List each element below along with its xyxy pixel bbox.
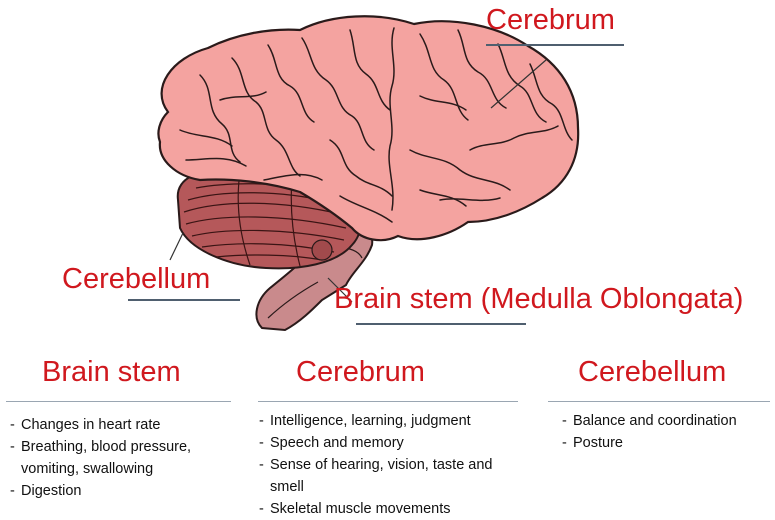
brain-stem-facts-list: Changes in heart rate Breathing, blood p… (10, 414, 238, 502)
cerebellum-facts-list: Balance and coordination Posture (562, 410, 774, 454)
list-item: Sense of hearing, vision, taste and smel… (259, 454, 529, 498)
brain-stem-label-underline (356, 323, 526, 325)
cerebellum-label: Cerebellum (62, 263, 210, 296)
cerebrum-facts-list: Intelligence, learning, judgment Speech … (259, 410, 529, 520)
section-divider-cerebellum (548, 401, 770, 402)
list-item: Skeletal muscle movements (259, 498, 529, 520)
list-item: Balance and coordination (562, 410, 774, 432)
list-item: Intelligence, learning, judgment (259, 410, 529, 432)
cerebellum-label-underline (128, 299, 240, 301)
list-item: Breathing, blood pressure, vomiting, swa… (10, 436, 238, 480)
list-item: Posture (562, 432, 774, 454)
list-item: Digestion (10, 480, 238, 502)
cerebrum-label: Cerebrum (486, 4, 615, 37)
cerebrum-label-underline (486, 44, 624, 46)
section-title-brain-stem: Brain stem (42, 356, 181, 389)
list-item: Speech and memory (259, 432, 529, 454)
cerebellum-leader-line (170, 233, 183, 260)
list-item: Changes in heart rate (10, 414, 238, 436)
section-title-cerebellum: Cerebellum (578, 356, 726, 389)
section-divider-cerebrum (258, 401, 518, 402)
section-title-cerebrum: Cerebrum (296, 356, 425, 389)
brain-stem-label: Brain stem (Medulla Oblongata) (334, 283, 743, 316)
section-divider-brain-stem (6, 401, 231, 402)
